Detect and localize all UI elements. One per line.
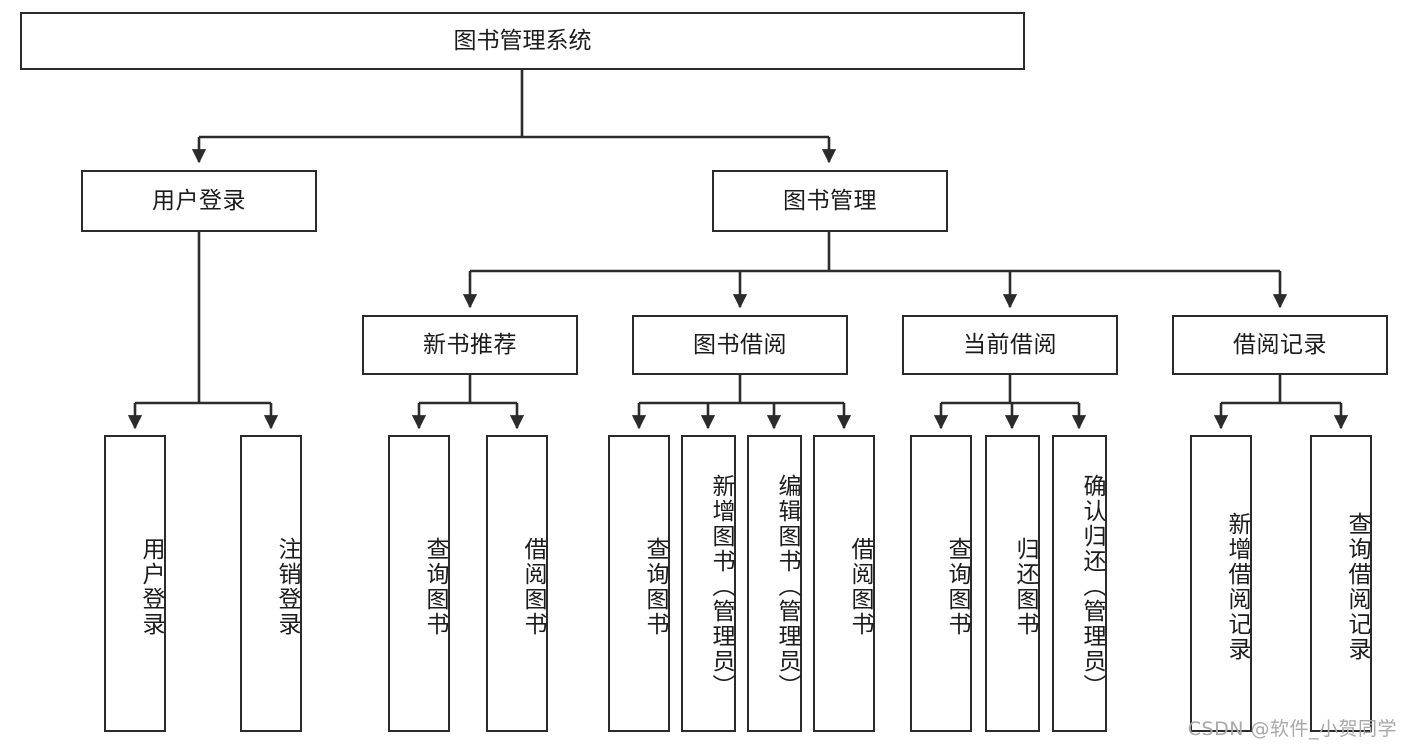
node-book-borrow[interactable]: 图书借阅: [632, 315, 848, 375]
node-label: 编辑图书（管理员）: [774, 474, 800, 699]
leaf-query-book-borrow[interactable]: 查询图书: [608, 435, 670, 732]
node-label: 当前借阅: [963, 331, 1057, 358]
node-label: 用户登录: [152, 187, 246, 214]
node-current-borrow[interactable]: 当前借阅: [902, 315, 1118, 375]
leaf-user-login[interactable]: 用户登录: [104, 435, 166, 732]
leaf-add-borrow-record[interactable]: 新增借阅记录: [1190, 435, 1252, 732]
leaf-add-book-admin[interactable]: 新增图书（管理员）: [681, 435, 736, 732]
leaf-query-book-recommend[interactable]: 查询图书: [388, 435, 450, 732]
leaf-query-borrow-record[interactable]: 查询借阅记录: [1310, 435, 1372, 732]
leaf-borrow-book[interactable]: 借阅图书: [813, 435, 875, 732]
node-label: 注销登录: [274, 536, 300, 637]
node-label: 用户登录: [138, 536, 164, 637]
node-label: 查询图书: [944, 536, 970, 637]
node-label: 归还图书: [1012, 536, 1038, 637]
node-label: 新书推荐: [423, 331, 517, 358]
node-label: 确认归还（管理员）: [1079, 474, 1105, 699]
leaf-return-book[interactable]: 归还图书: [985, 435, 1040, 732]
node-label: 图书借阅: [693, 331, 787, 358]
leaf-edit-book-admin[interactable]: 编辑图书（管理员）: [747, 435, 802, 732]
node-label: 新增借阅记录: [1224, 511, 1250, 662]
node-label: 查询图书: [642, 536, 668, 637]
node-label: 借阅图书: [847, 536, 873, 637]
node-label: 查询借阅记录: [1344, 511, 1370, 662]
node-book-management[interactable]: 图书管理: [712, 170, 948, 232]
node-label: 图书管理: [783, 187, 877, 214]
node-user-login[interactable]: 用户登录: [81, 170, 317, 232]
node-label: 查询图书: [422, 536, 448, 637]
leaf-user-logout[interactable]: 注销登录: [240, 435, 302, 732]
leaf-borrow-book-recommend[interactable]: 借阅图书: [486, 435, 548, 732]
node-label: 图书管理系统: [453, 27, 592, 54]
node-root[interactable]: 图书管理系统: [20, 12, 1025, 70]
node-borrow-record[interactable]: 借阅记录: [1172, 315, 1388, 375]
node-new-book-recommend[interactable]: 新书推荐: [362, 315, 578, 375]
leaf-confirm-return-admin[interactable]: 确认归还（管理员）: [1052, 435, 1107, 732]
node-label: 新增图书（管理员）: [708, 474, 734, 699]
leaf-query-book-current[interactable]: 查询图书: [910, 435, 972, 732]
node-label: 借阅记录: [1233, 331, 1327, 358]
node-label: 借阅图书: [520, 536, 546, 637]
watermark: CSDN @软件_小贺同学: [1187, 718, 1397, 740]
